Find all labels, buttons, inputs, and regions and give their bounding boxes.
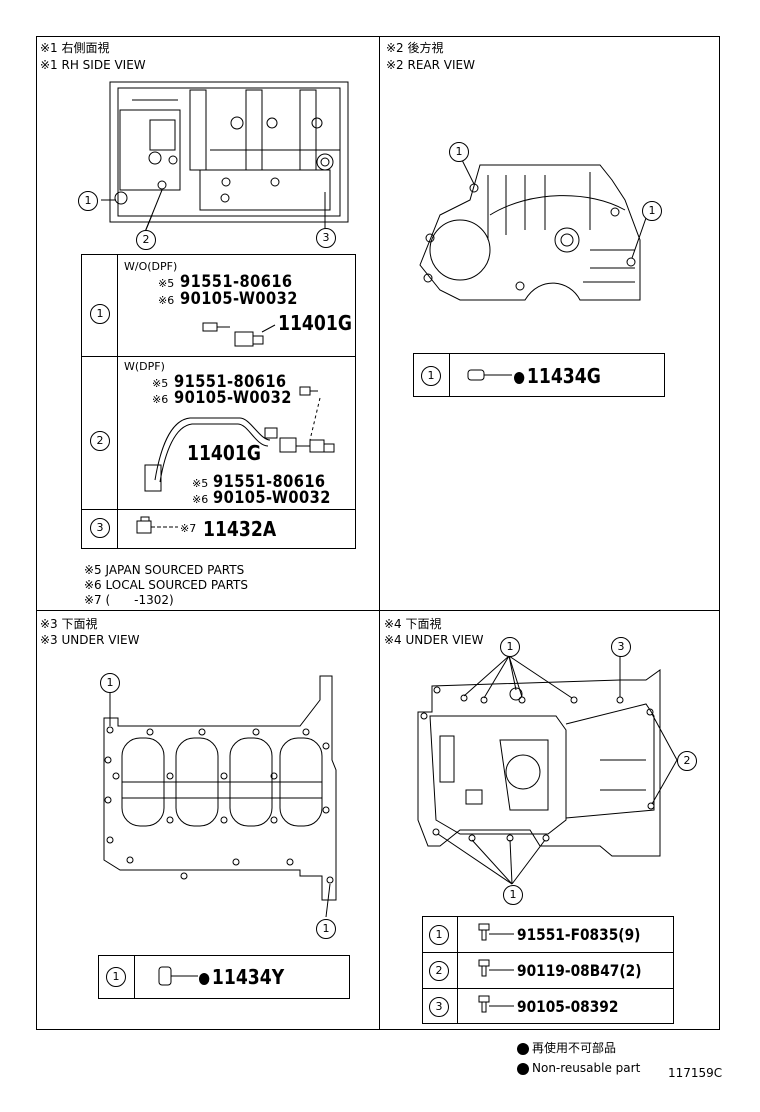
under3-group-number: 11434Y xyxy=(211,965,285,989)
under3-table-col-divider xyxy=(134,955,135,999)
under3-group: 11434Y xyxy=(199,965,284,989)
rh-row1-pn-a-mark: ※5 xyxy=(158,277,175,290)
under4-table-row-divider-2 xyxy=(422,988,674,989)
drawing-frame xyxy=(36,36,720,1030)
note-japan-sourced: ※5 JAPAN SOURCED PARTS xyxy=(84,563,245,577)
rh-row3-mark: ※7 xyxy=(180,522,197,535)
rh-callout-2: 2 xyxy=(136,230,156,250)
under3-table-key: 1 xyxy=(106,967,126,987)
rear-parts-table xyxy=(413,353,665,397)
rear-title-en: ※2 REAR VIEW xyxy=(386,58,475,72)
rh-callout-3: 3 xyxy=(316,228,336,248)
rh-row2-pn-c-mark: ※5 xyxy=(192,477,209,490)
rh-row2-pn-d-mark: ※6 xyxy=(192,493,209,506)
rh-table-row2-key: 2 xyxy=(90,431,110,451)
rh-title-en: ※1 RH SIDE VIEW xyxy=(40,58,146,72)
note-serial-range: ※7 ( -1302) xyxy=(84,593,174,607)
rh-row2-variant: W(DPF) xyxy=(124,360,165,373)
rh-row1-pn-a: 91551-80616 xyxy=(180,272,293,292)
legend-en-text: Non-reusable part xyxy=(532,1061,641,1075)
under4-callout-1-bottom: 1 xyxy=(503,885,523,905)
non-reusable-dot-icon xyxy=(199,972,210,985)
divider-vertical xyxy=(379,36,380,1030)
rh-row1-group: 11401G xyxy=(278,311,352,335)
figure-id: 117159C xyxy=(668,1066,723,1080)
rh-row2-group: 11401G xyxy=(187,441,261,465)
rear-table-col-divider xyxy=(449,353,450,397)
under4-callout-2: 2 xyxy=(677,751,697,771)
under3-callout-1-top: 1 xyxy=(100,673,120,693)
rh-row2-pn-a: 91551-80616 xyxy=(174,372,287,392)
rear-title-jp: ※2 後方視 xyxy=(386,41,444,55)
under4-callout-3: 3 xyxy=(611,637,631,657)
rh-row3-group: 11432A xyxy=(203,517,277,541)
under4-title-jp: ※4 下面視 xyxy=(384,617,442,631)
divider-horizontal xyxy=(36,610,720,611)
under4-callout-1-top: 1 xyxy=(500,637,520,657)
rh-row2-pn-b-mark: ※6 xyxy=(152,393,169,406)
under4-table-row1-key: 1 xyxy=(429,925,449,945)
legend-jp-text: 再使用不可部品 xyxy=(532,1041,617,1055)
note-local-sourced: ※6 LOCAL SOURCED PARTS xyxy=(84,578,248,592)
non-reusable-dot-icon xyxy=(517,1062,529,1075)
non-reusable-dot-icon xyxy=(517,1042,529,1055)
legend-jp: 再使用不可部品 xyxy=(517,1041,616,1056)
under3-callout-1-bottom: 1 xyxy=(316,919,336,939)
rh-row2-pn-a-mark: ※5 xyxy=(152,377,169,390)
under4-row2-part: 90119-08B47(2) xyxy=(517,961,642,980)
rh-row2-pn-c: 91551-80616 xyxy=(213,472,326,492)
under3-title-en: ※3 UNDER VIEW xyxy=(40,633,140,647)
rh-callout-1: 1 xyxy=(78,191,98,211)
under4-table-row3-key: 3 xyxy=(429,997,449,1017)
rh-parts-table xyxy=(81,254,356,549)
under4-row3-part: 90105-08392 xyxy=(517,997,619,1016)
legend-en: Non-reusable part xyxy=(517,1061,640,1076)
under4-row1-part: 91551-F0835(9) xyxy=(517,925,641,944)
non-reusable-dot-icon xyxy=(514,371,525,384)
under3-parts-table xyxy=(98,955,350,999)
under3-title-jp: ※3 下面視 xyxy=(40,617,98,631)
rh-row1-variant: W/O(DPF) xyxy=(124,260,178,273)
rh-table-row3-key: 3 xyxy=(90,518,110,538)
rh-table-row-divider-2 xyxy=(81,509,356,510)
rh-title-jp: ※1 右側面視 xyxy=(40,41,110,55)
rear-table-key: 1 xyxy=(421,366,441,386)
rear-callout-1-left: 1 xyxy=(449,142,469,162)
rh-row2-pn-d: 90105-W0032 xyxy=(213,488,331,508)
rh-row1-pn-b-mark: ※6 xyxy=(158,294,175,307)
under4-table-row-divider-1 xyxy=(422,952,674,953)
rh-table-row1-key: 1 xyxy=(90,304,110,324)
under4-table-row2-key: 2 xyxy=(429,961,449,981)
rh-table-col-divider xyxy=(117,254,118,549)
rh-table-row-divider-1 xyxy=(81,356,356,357)
rear-group: 11434G xyxy=(514,364,601,388)
rh-row2-pn-b: 90105-W0032 xyxy=(174,388,292,408)
under4-table-col-divider xyxy=(457,916,458,1024)
rh-row1-pn-b: 90105-W0032 xyxy=(180,289,298,309)
rear-group-number: 11434G xyxy=(526,364,601,388)
under4-parts-table xyxy=(422,916,674,1024)
under4-title-en: ※4 UNDER VIEW xyxy=(384,633,484,647)
rear-callout-1-right: 1 xyxy=(642,201,662,221)
